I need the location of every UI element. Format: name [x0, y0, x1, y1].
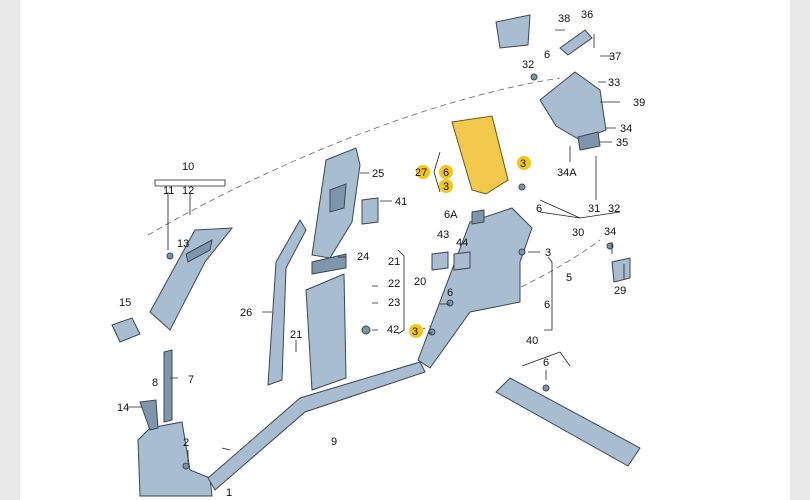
callout-12: 12: [182, 185, 194, 197]
callout-14: 14: [117, 402, 129, 414]
sill-plate-40[interactable]: [495, 377, 641, 467]
callout-1: 1: [226, 487, 232, 499]
right-margin: [790, 0, 810, 500]
bracket-27: [433, 151, 441, 193]
callout-23: 23: [388, 297, 400, 309]
sill-trim-9[interactable]: [207, 361, 426, 491]
callout-6-upper: 6: [544, 49, 550, 61]
callout-33: 33: [608, 77, 620, 89]
door-seal-26[interactable]: [267, 219, 307, 386]
callout-10: 10: [182, 161, 194, 173]
left-margin: [0, 0, 20, 500]
callout-labels: 1 2 3 3 3 3 5 6 6 6 6 6 6 6A 7 8 9 10 11…: [117, 9, 645, 499]
callout-8: 8: [152, 377, 158, 389]
bracket-24[interactable]: [311, 253, 347, 275]
callout-39: 39: [633, 97, 645, 109]
callout-36: 36: [581, 9, 593, 21]
callout-3-right: 3: [545, 247, 551, 259]
bracket-10: [154, 179, 226, 186]
callout-27: 27: [415, 167, 427, 179]
callout-15: 15: [119, 297, 131, 309]
upper-bracket-assembly[interactable]: [539, 71, 607, 141]
seatbelt-guide: [329, 183, 347, 213]
kick-panel-trim[interactable]: [137, 421, 213, 497]
callout-44: 44: [456, 237, 468, 249]
bracket-top[interactable]: [495, 14, 531, 49]
fastener-3-right: [518, 248, 526, 256]
callout-34A: 34A: [557, 167, 577, 179]
callout-24: 24: [357, 251, 369, 263]
a-pillar-trim[interactable]: [149, 227, 234, 331]
clip-36[interactable]: [559, 29, 593, 56]
trim-cover-15[interactable]: [111, 317, 141, 343]
bracket-29[interactable]: [611, 257, 631, 283]
highlighted-trim-27[interactable]: [451, 115, 509, 195]
callout-11: 11: [163, 185, 174, 197]
fastener-6-lower: [446, 299, 454, 307]
fastener-32: [530, 73, 538, 81]
callout-35: 35: [616, 137, 628, 149]
bracket-20: [397, 249, 405, 335]
callout-26: 26: [240, 307, 252, 319]
callout-29: 29: [614, 285, 626, 297]
fastener-3-upper: [518, 183, 526, 191]
cover-35[interactable]: [577, 131, 601, 151]
callout-6-mid: 6: [447, 287, 453, 299]
clip-6A[interactable]: [471, 209, 485, 225]
callout-6-right: 6: [544, 299, 550, 311]
vertical-strip-7[interactable]: [163, 349, 173, 423]
callout-6-left: 6: [443, 167, 449, 179]
callout-6A: 6A: [444, 209, 458, 221]
b-pillar-lower-trim[interactable]: [305, 273, 347, 391]
callout-21-right: 21: [388, 256, 400, 268]
callout-9: 9: [331, 436, 337, 448]
callout-25: 25: [372, 168, 384, 180]
callout-30: 30: [572, 227, 584, 239]
bracket-30: [539, 211, 621, 219]
callout-34-top: 34: [620, 123, 632, 135]
fastener-2: [182, 462, 190, 470]
callout-6-sill: 6: [543, 357, 549, 369]
callout-6-bracket: 6: [536, 203, 542, 215]
leader-lines: [128, 29, 625, 462]
fastener-6-sill: [542, 384, 550, 392]
callout-37: 37: [609, 51, 621, 63]
fastener-3-lower: [428, 328, 436, 336]
callout-3-upper: 3: [520, 158, 526, 170]
body-outline-dashed: [147, 77, 561, 236]
callout-34-right: 34: [604, 226, 616, 238]
callout-3-lower: 3: [412, 326, 418, 338]
callout-41: 41: [395, 196, 407, 208]
callout-3-left: 3: [443, 181, 449, 193]
switch-44[interactable]: [453, 251, 471, 271]
callout-5: 5: [566, 272, 572, 284]
fastener-42: [361, 325, 371, 335]
fastener-34: [606, 242, 614, 250]
a-pillar-speaker-grille: [185, 239, 213, 263]
fastener-13: [166, 252, 174, 260]
callout-32-top: 32: [522, 59, 534, 71]
callout-13: 13: [177, 238, 189, 250]
c-pillar-trim[interactable]: [417, 207, 533, 369]
callout-7: 7: [188, 374, 194, 386]
callout-40: 40: [526, 335, 538, 347]
bracket-14[interactable]: [139, 399, 159, 431]
callout-42: 42: [387, 324, 399, 336]
callout-32-right: 32: [608, 203, 620, 215]
highlight-markers: [409, 156, 531, 338]
callout-31: 31: [588, 203, 600, 215]
callout-38: 38: [558, 13, 570, 25]
callout-20: 20: [414, 276, 426, 288]
callout-22: 22: [388, 278, 400, 290]
callout-21-left: 21: [290, 329, 302, 341]
callout-2: 2: [183, 437, 189, 449]
switch-41[interactable]: [361, 197, 379, 225]
callout-43: 43: [437, 229, 449, 241]
switch-43[interactable]: [431, 251, 449, 271]
